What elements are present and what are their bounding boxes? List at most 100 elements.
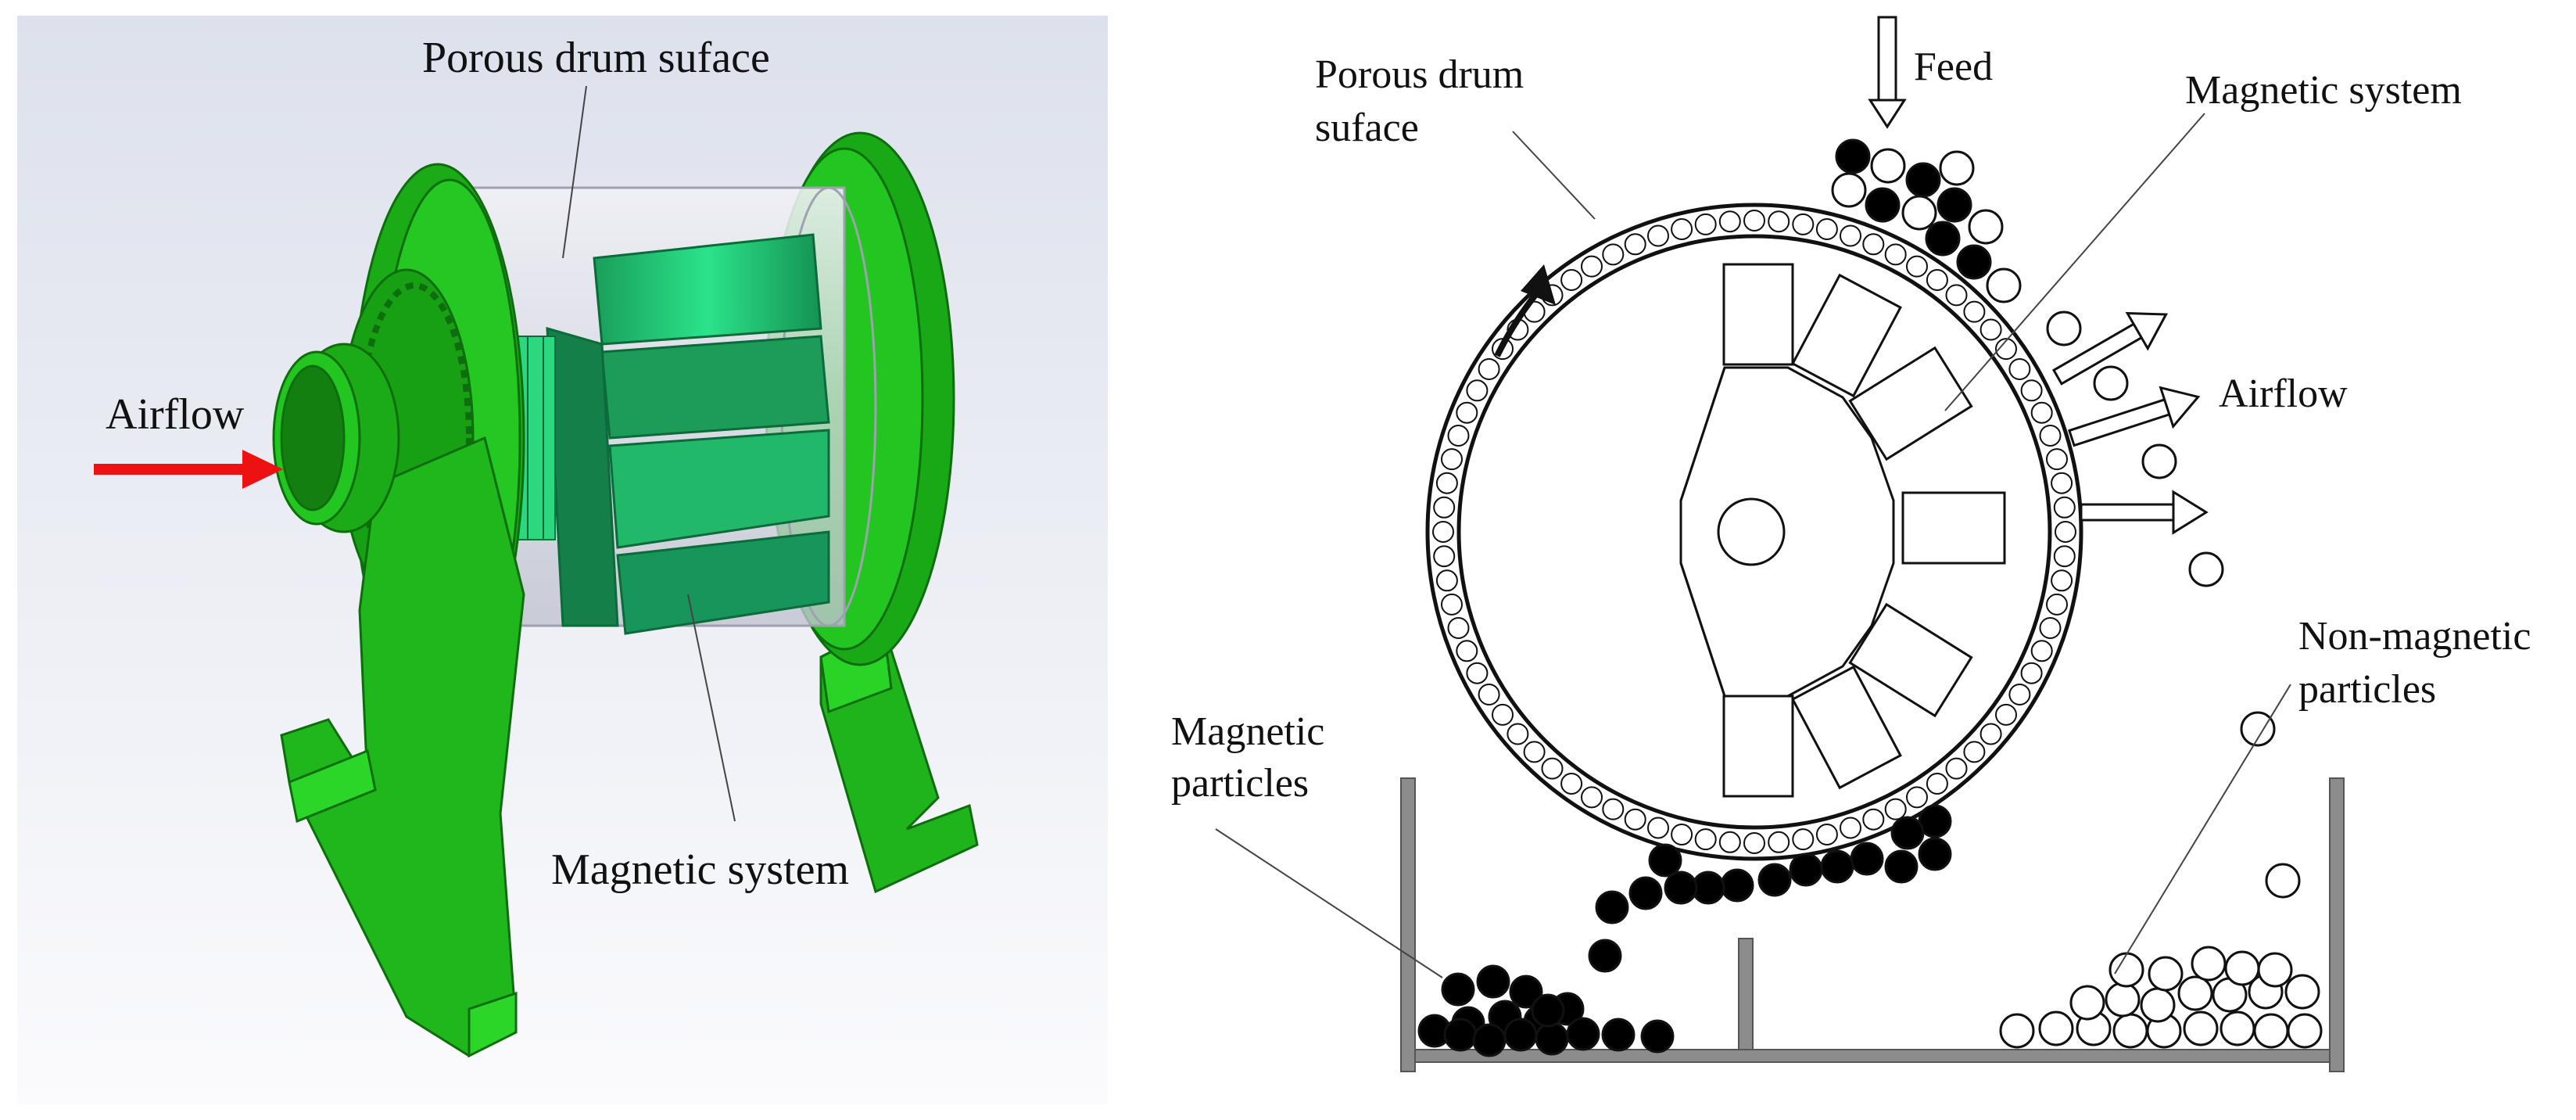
non-magnetic-particle bbox=[2112, 1013, 2148, 1049]
porous-bead bbox=[1492, 703, 1514, 726]
magnetic-particle bbox=[1443, 1018, 1478, 1052]
porous-bead bbox=[1945, 757, 1968, 780]
porous-bead bbox=[2039, 617, 2062, 639]
left-panel: Porous drum suface Airflow Magnetic syst… bbox=[17, 16, 1108, 1104]
magnetic-system-schematic bbox=[1679, 263, 2006, 798]
magnetic-particle bbox=[1884, 849, 1919, 884]
non-magnetic-label-2: particles bbox=[2298, 667, 2436, 712]
left-stand bbox=[280, 436, 525, 1058]
porous-bead bbox=[1456, 401, 1478, 424]
non-magnetic-leader bbox=[2114, 684, 2291, 975]
porous-bead bbox=[1560, 773, 1583, 795]
non-magnetic-particle bbox=[2108, 952, 2144, 988]
magnetic-particle bbox=[1835, 138, 1871, 174]
porous-drum-leader-right bbox=[1512, 131, 1596, 220]
porous-bead bbox=[1671, 824, 1693, 845]
magnetic-particle bbox=[1531, 993, 1565, 1028]
porous-bead bbox=[1884, 798, 1907, 820]
porous-bead bbox=[1432, 521, 1454, 543]
porous-bead bbox=[1433, 496, 1456, 519]
porous-bead bbox=[1581, 255, 1603, 278]
non-magnetic-particle bbox=[2140, 987, 2176, 1023]
porous-bead bbox=[2051, 472, 2073, 494]
airflow-label-right: Airflow bbox=[2219, 372, 2348, 416]
porous-bead bbox=[1694, 828, 1717, 851]
porous-bead bbox=[1466, 662, 1489, 684]
porous-bead bbox=[1963, 300, 1986, 323]
non-magnetic-particle bbox=[2287, 1013, 2323, 1049]
porous-bead bbox=[1884, 243, 1907, 266]
magnetic-particle bbox=[1441, 972, 1475, 1007]
magnetic-particle bbox=[1628, 876, 1663, 910]
non-magnetic-particle bbox=[2224, 950, 2260, 986]
magnetic-particle bbox=[1820, 849, 1854, 884]
magnetic-particle bbox=[1925, 221, 1961, 257]
non-magnetic-particle bbox=[2257, 952, 2293, 988]
magnetic-system-label-right: Magnetic system bbox=[2185, 68, 2462, 113]
porous-bead bbox=[1906, 255, 1928, 278]
porous-bead bbox=[1602, 243, 1625, 266]
porous-bead bbox=[1743, 832, 1765, 854]
non-magnetic-particle bbox=[2093, 365, 2129, 401]
porous-bead bbox=[1441, 593, 1463, 616]
porous-bead bbox=[1979, 318, 2002, 341]
drum-schematic bbox=[1425, 203, 2083, 861]
porous-bead bbox=[1435, 472, 1458, 494]
shaft-circle bbox=[1717, 497, 1786, 566]
porous-bead bbox=[1815, 218, 1838, 240]
magnetic-particle bbox=[1588, 939, 1622, 973]
magnetic-particle bbox=[1648, 843, 1682, 878]
magnetic-particle bbox=[1476, 964, 1510, 999]
non-magnetic-particle bbox=[2188, 551, 2224, 587]
magnetic-particle bbox=[1566, 1017, 1600, 1051]
porous-bead bbox=[1840, 224, 1861, 247]
porous-bead bbox=[1560, 269, 1583, 291]
magnetic-particle bbox=[1890, 816, 1925, 850]
magnetic-particle bbox=[1472, 1023, 1507, 1057]
magnetic-particle bbox=[1757, 863, 1792, 897]
porous-bead bbox=[1792, 828, 1815, 851]
bin-right-wall bbox=[2329, 777, 2345, 1072]
porous-bead bbox=[1979, 723, 2002, 745]
non-magnetic-particle bbox=[2220, 1011, 2255, 1046]
non-magnetic-label-1: Non-magnetic bbox=[2298, 614, 2531, 659]
porous-bead bbox=[1433, 545, 1456, 568]
porous-bead bbox=[1647, 817, 1669, 839]
porous-bead bbox=[1507, 723, 1529, 745]
magnetic-label-1: Magnetic bbox=[1171, 709, 1324, 754]
porous-bead bbox=[1456, 640, 1478, 662]
non-magnetic-particle bbox=[1968, 209, 2004, 245]
magnetic-system-3d bbox=[500, 233, 830, 635]
feed-arrow bbox=[1868, 16, 1907, 129]
magnetic-system-leader-right bbox=[1944, 113, 2205, 411]
porous-bead bbox=[1926, 773, 1948, 795]
porous-bead bbox=[1478, 358, 1500, 380]
porous-bead bbox=[1581, 786, 1603, 809]
airflow-arrow bbox=[94, 450, 283, 489]
porous-bead bbox=[2020, 662, 2043, 684]
porous-bead bbox=[1815, 824, 1838, 845]
non-magnetic-particle bbox=[2253, 1013, 2289, 1049]
porous-bead bbox=[1862, 808, 1885, 831]
non-magnetic-particle bbox=[2038, 1011, 2074, 1046]
bin-left-wall bbox=[1400, 777, 1416, 1072]
non-magnetic-particle bbox=[1999, 1013, 2035, 1049]
airflow-arrows-right bbox=[2051, 311, 2209, 535]
porous-bead bbox=[1945, 284, 1968, 307]
magnetic-label-2: particles bbox=[1171, 761, 1309, 806]
non-magnetic-particle bbox=[2183, 1011, 2219, 1046]
magnetic-particle bbox=[1595, 890, 1629, 924]
porous-bead bbox=[2008, 358, 2031, 380]
non-magnetic-particle bbox=[2046, 311, 2082, 346]
magnetic-particle bbox=[1601, 1018, 1636, 1052]
magnetic-particle bbox=[1918, 837, 1952, 871]
magnetic-system-leader bbox=[687, 594, 736, 822]
magnetic-particle bbox=[1640, 1019, 1675, 1054]
magnetic-particle bbox=[1936, 187, 1972, 223]
airflow-label: Airflow bbox=[106, 390, 245, 439]
porous-bead bbox=[1926, 269, 1948, 291]
magnetic-particle bbox=[1850, 842, 1884, 876]
porous-bead bbox=[1743, 210, 1765, 232]
porous-bead bbox=[1906, 786, 1928, 809]
